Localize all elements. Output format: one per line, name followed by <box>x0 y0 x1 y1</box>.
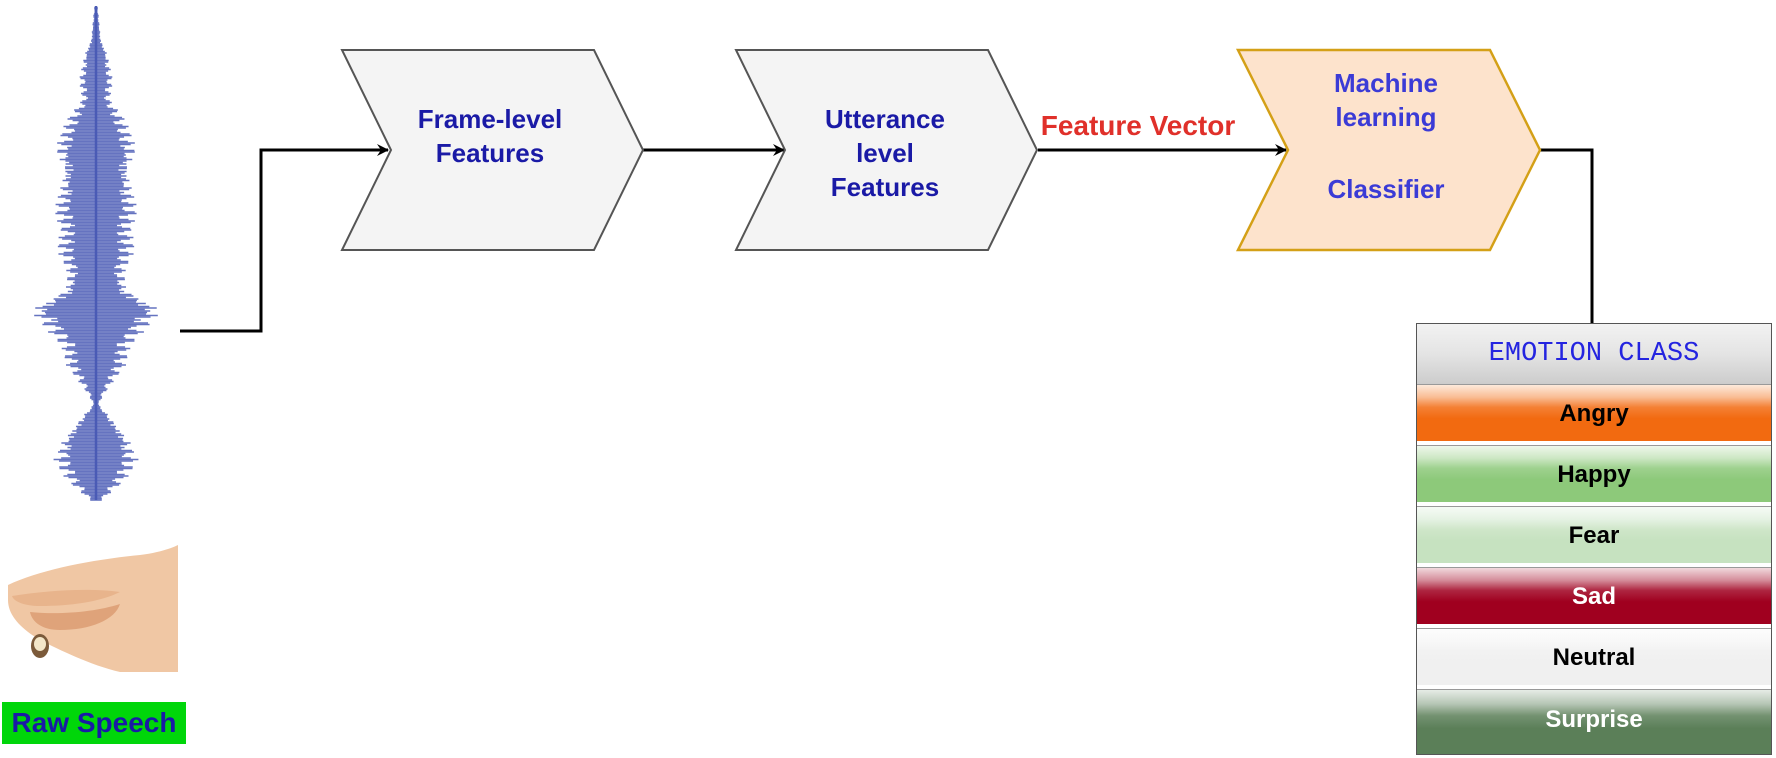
emotion-row-sad: Sad <box>1417 567 1771 624</box>
frame-level-label: Frame-level Features <box>390 102 590 170</box>
classifier-label: Machine learning Classifier <box>1286 66 1486 206</box>
waveform-icon <box>34 6 158 501</box>
emotion-class-header: EMOTION CLASS <box>1417 324 1771 384</box>
raw-speech-label: Raw Speech <box>2 702 186 744</box>
emotion-class-table: EMOTION CLASS Angry Happy Fear Sad Neutr… <box>1416 323 1772 755</box>
frame-level-box <box>340 49 645 251</box>
classifier-line2: learning <box>1335 102 1437 132</box>
edge-classifier-to-emotions <box>1540 148 1594 323</box>
emotion-row-surprise: Surprise <box>1417 689 1771 754</box>
hand-image <box>4 540 180 674</box>
emotion-row-angry: Angry <box>1417 384 1771 441</box>
classifier-box <box>1235 48 1542 252</box>
frame-level-line2: Features <box>435 138 545 168</box>
utterance-level-line1: Utterance <box>825 104 945 134</box>
emotion-row-happy: Happy <box>1417 445 1771 502</box>
emotion-row-fear: Fear <box>1417 506 1771 563</box>
utterance-level-line3: Features <box>830 172 940 202</box>
emotion-row-neutral: Neutral <box>1417 628 1771 685</box>
feature-vector-label: Feature Vector <box>1040 110 1236 141</box>
utterance-level-box <box>734 49 1039 251</box>
frame-level-line1: Frame-level <box>417 104 563 134</box>
classifier-line3: Classifier <box>1327 174 1445 204</box>
edge-raw-to-frame <box>180 144 389 333</box>
classifier-line1: Machine <box>1333 68 1439 98</box>
utterance-level-line2: level <box>856 138 914 168</box>
utterance-level-label: Utterance level Features <box>785 102 985 204</box>
classifier-spacer <box>1286 134 1486 172</box>
